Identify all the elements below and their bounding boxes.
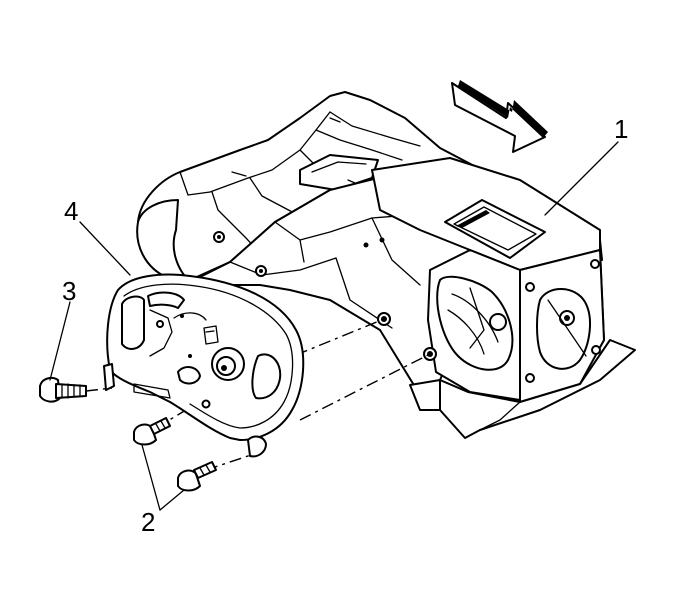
leader-lines (49, 141, 619, 511)
screw-3 (39, 377, 87, 403)
bolt-2-lower (177, 461, 217, 492)
steering-column-housing (136, 91, 636, 439)
column-cover-plate (103, 273, 305, 458)
callout-3: 3 (62, 276, 76, 306)
bolt-2-upper (133, 417, 171, 446)
callout-1: 1 (614, 114, 628, 144)
callout-4: 4 (64, 196, 78, 226)
callout-2: 2 (141, 507, 155, 537)
front-direction-arrow-icon (451, 80, 548, 153)
